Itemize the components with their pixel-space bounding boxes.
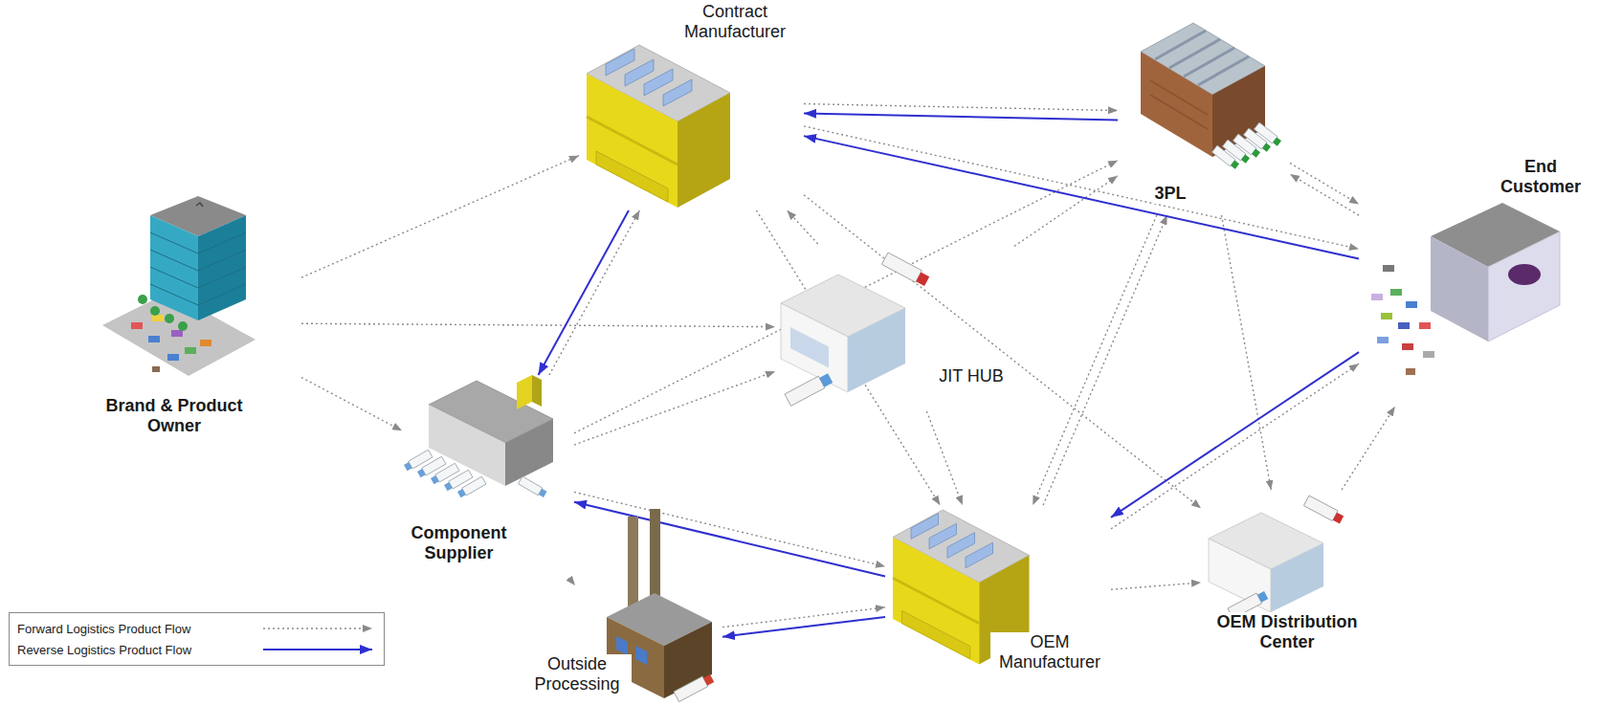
- facility-label: Contract Manufacturer: [675, 1, 795, 42]
- facility-label: Outside Processing: [522, 654, 632, 694]
- forward-flow-arrow: [301, 323, 776, 327]
- legend-sample: [261, 622, 377, 635]
- forward-flow-arrow: [301, 377, 402, 432]
- legend-text: Reverse Logistics Product Flow: [17, 643, 262, 658]
- reverse-flow-arrow: [574, 502, 886, 578]
- forward-flow-arrow: [722, 607, 886, 628]
- forward-flow-arrow: [549, 210, 640, 376]
- facility-node: 3PL: [1117, 19, 1290, 216]
- forward-flow-arrow: [755, 210, 940, 506]
- forward-flow-arrow: [1221, 215, 1271, 490]
- forward-flow-arrow: [569, 577, 576, 586]
- forward-flow-arrow: [1111, 363, 1359, 530]
- forward-flow-arrow: [1341, 406, 1396, 490]
- reverse-flow-arrow: [538, 210, 629, 376]
- facility-label: OEM Manufacturer: [990, 632, 1110, 672]
- forward-flow-arrow: [574, 371, 776, 445]
- legend-text: Forward Logistics Product Flow: [17, 622, 262, 637]
- forward-flow-arrow: [1032, 215, 1157, 506]
- facility-label: Component Supplier: [401, 523, 516, 563]
- forward-flow-arrow: [1289, 174, 1359, 216]
- forward-flow-arrow: [926, 411, 962, 506]
- facility-node: Brand & Product Owner: [95, 191, 302, 455]
- facility-node: OEM Distribution Center: [1200, 489, 1373, 663]
- facility-node: Outside Processing: [521, 585, 723, 704]
- forward-flow-arrow: [1111, 582, 1201, 590]
- facility-node: Contract Manufacturer: [578, 1, 804, 211]
- facility-node: OEM Manufacturer: [885, 505, 1112, 692]
- legend-box: Forward Logistics Product FlowReverse Lo…: [8, 612, 385, 667]
- legend-entry: Reverse Logistics Product Flow: [17, 639, 377, 661]
- facility-label: End Customer: [1493, 156, 1589, 197]
- reverse-flow-arrow: [722, 617, 886, 638]
- reverse-flow-arrow: [1111, 352, 1359, 518]
- forward-flow-arrow: [1043, 215, 1168, 506]
- forward-flow-arrow: [574, 491, 886, 567]
- facility-label: 3PL: [1152, 183, 1188, 204]
- facility-node: Component Supplier: [401, 375, 575, 578]
- forward-flow-arrow: [301, 155, 579, 279]
- forward-flow-arrow: [803, 104, 1118, 112]
- legend-sample: [261, 644, 377, 656]
- reverse-flow-arrow: [803, 113, 1118, 121]
- reverse-flow-arrow: [803, 135, 1359, 259]
- legend-entry: Forward Logistics Product Flow: [17, 618, 377, 640]
- facility-label: Brand & Product Owner: [95, 396, 253, 436]
- forward-flow-arrow: [574, 160, 1118, 434]
- forward-flow-arrow: [1289, 162, 1359, 204]
- facility-node: End Customer: [1358, 153, 1594, 407]
- forward-flow-arrow: [787, 210, 819, 245]
- facility-label: JIT HUB: [936, 366, 1006, 387]
- facility-label: OEM Distribution Center: [1203, 612, 1371, 652]
- facility-node: JIT HUB: [775, 244, 1015, 412]
- forward-flow-arrow: [803, 195, 1201, 510]
